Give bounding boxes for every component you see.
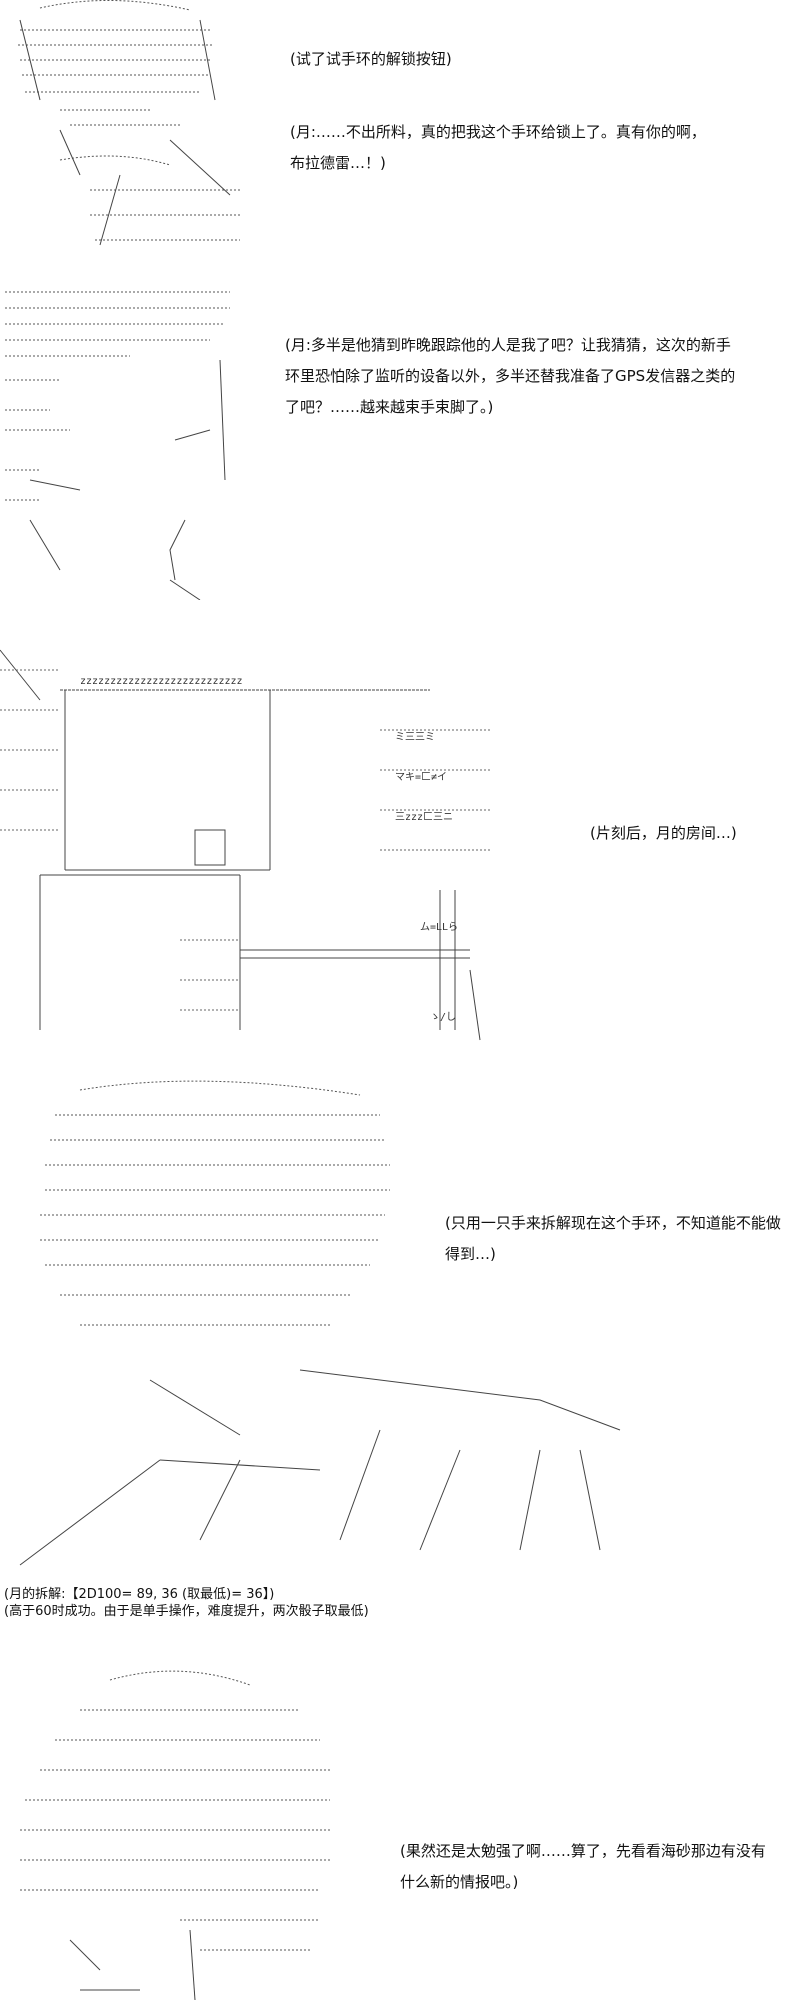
ascii-art-character-4 — [0, 1070, 640, 1580]
ascii-art-character-5 — [0, 1640, 360, 2000]
art-text-2: ミ三三ミ — [395, 732, 435, 743]
panel-4: (只用一只手来拆解现在这个手环，不知道能不能做得到…) — [0, 1070, 800, 1570]
panel-1: (试了试手环的解锁按钮) (月:……不出所料，真的把我这个手环给锁上了。真有你的… — [0, 0, 800, 260]
caption-1b: (月:……不出所料，真的把我这个手环给锁上了。真有你的啊，布拉德雷…！) — [290, 123, 706, 172]
panel-2: (月:多半是他猜到昨晚跟踪他的人是我了吧？让我猜猜，这次的新手环里恐怕除了监听的… — [0, 270, 800, 600]
caption-4: (只用一只手来拆解现在这个手环，不知道能不能做得到…) — [445, 1214, 781, 1263]
caption-1: (试了试手环的解锁按钮) — [290, 50, 452, 68]
art-text-5: ム=LLら — [420, 921, 458, 933]
art-text-4: 三zzz匚三ニ — [395, 812, 453, 823]
dice-roll-result: (月的拆解:【2D100= 89, 36 (取最低)= 36】) — [4, 1587, 275, 1602]
ascii-art-character-1 — [0, 0, 250, 250]
caption-2: (月:多半是他猜到昨晚跟踪他的人是我了吧？让我猜猜，这次的新手环里恐怕除了监听的… — [285, 336, 736, 416]
dice-roll-rule: (高于60时成功。由于是单手操作，难度提升，两次骰子取最低) — [4, 1604, 369, 1619]
art-text-1: zzzzzzzzzzzzzzzzzzzzzzzzzzz — [80, 676, 243, 687]
art-text-6: ゝ/し — [430, 1011, 456, 1023]
panel-3: zzzzzzzzzzzzzzzzzzzzzzzzzzz ミ三三ミ マキ=匚≠イ … — [0, 640, 800, 1050]
caption-5: (果然还是太勉强了啊……算了，先看看海砂那边有没有什么新的情报吧。) — [400, 1842, 766, 1891]
ascii-art-character-2 — [0, 280, 240, 600]
caption-3: (片刻后，月的房间…) — [590, 824, 737, 842]
art-text-3: マキ=匚≠イ — [395, 772, 447, 783]
panel-5: (果然还是太勉强了啊……算了，先看看海砂那边有没有什么新的情报吧。) — [0, 1640, 800, 2000]
ascii-art-room: zzzzzzzzzzzzzzzzzzzzzzzzzzz ミ三三ミ マキ=匚≠イ … — [0, 640, 520, 1050]
